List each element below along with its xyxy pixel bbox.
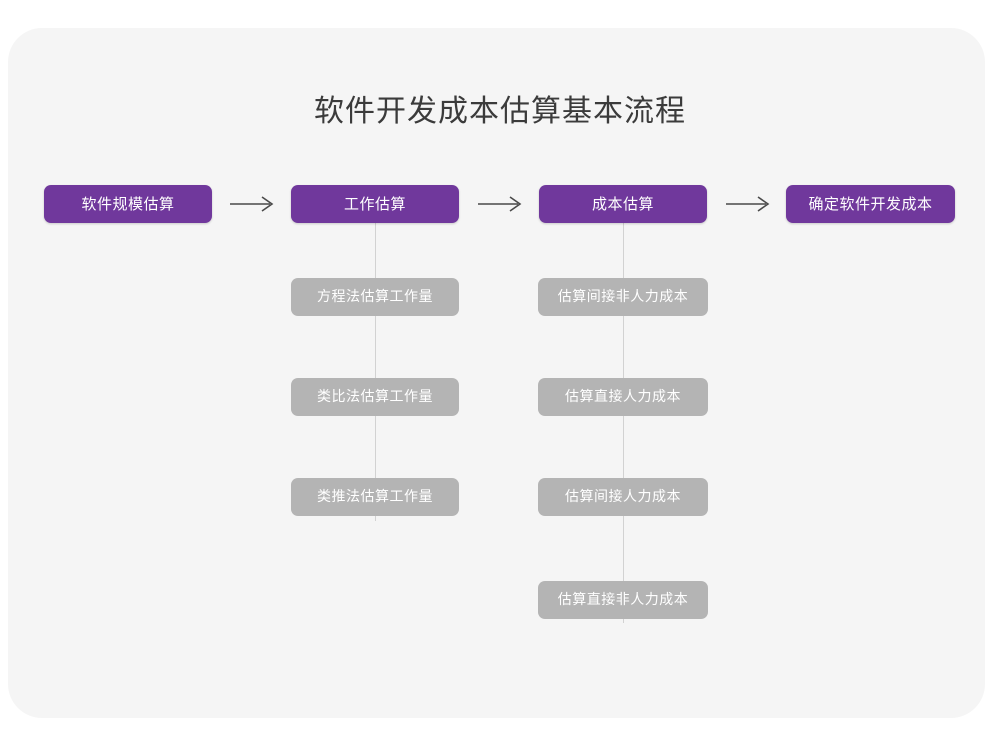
flow-node-label: 确定软件开发成本	[808, 195, 933, 213]
branch-node-direct-labor-cost[interactable]: 估算直接人力成本	[538, 378, 708, 416]
arrow-right-icon-3	[724, 191, 774, 217]
branch-node-label: 类推法估算工作量	[317, 489, 433, 505]
branch-node-label: 估算直接人力成本	[565, 389, 681, 405]
branch-node-label: 方程法估算工作量	[317, 289, 433, 305]
flow-node-label: 工作估算	[343, 195, 406, 213]
branch-node-equation-method-effort[interactable]: 方程法估算工作量	[291, 278, 459, 316]
branch-node-label: 类比法估算工作量	[317, 389, 433, 405]
diagram-card-background	[8, 28, 985, 718]
flow-node-label: 成本估算	[591, 195, 654, 213]
branch-node-indirect-nonlabor-cost[interactable]: 估算间接非人力成本	[538, 278, 708, 316]
arrow-right-icon-1	[228, 191, 278, 217]
page-title: 软件开发成本估算基本流程	[314, 94, 686, 129]
connector-line-branch-1	[375, 223, 376, 521]
flow-node-effort-estimation[interactable]: 工作估算	[291, 185, 459, 223]
flow-node-determine-development-cost[interactable]: 确定软件开发成本	[786, 185, 955, 223]
flow-node-label: 软件规模估算	[81, 195, 175, 213]
branch-node-label: 估算直接非人力成本	[557, 592, 689, 608]
flow-node-cost-estimation[interactable]: 成本估算	[539, 185, 707, 223]
flow-node-software-size-estimation[interactable]: 软件规模估算	[44, 185, 212, 223]
connector-line-branch-2	[623, 223, 624, 623]
branch-node-indirect-labor-cost[interactable]: 估算间接人力成本	[538, 478, 708, 516]
branch-node-label: 估算间接人力成本	[565, 489, 681, 505]
branch-node-analogue-method-effort[interactable]: 类推法估算工作量	[291, 478, 459, 516]
branch-node-direct-nonlabor-cost[interactable]: 估算直接非人力成本	[538, 581, 708, 619]
branch-node-analogy-method-effort[interactable]: 类比法估算工作量	[291, 378, 459, 416]
branch-node-label: 估算间接非人力成本	[557, 289, 689, 305]
arrow-right-icon-2	[476, 191, 526, 217]
